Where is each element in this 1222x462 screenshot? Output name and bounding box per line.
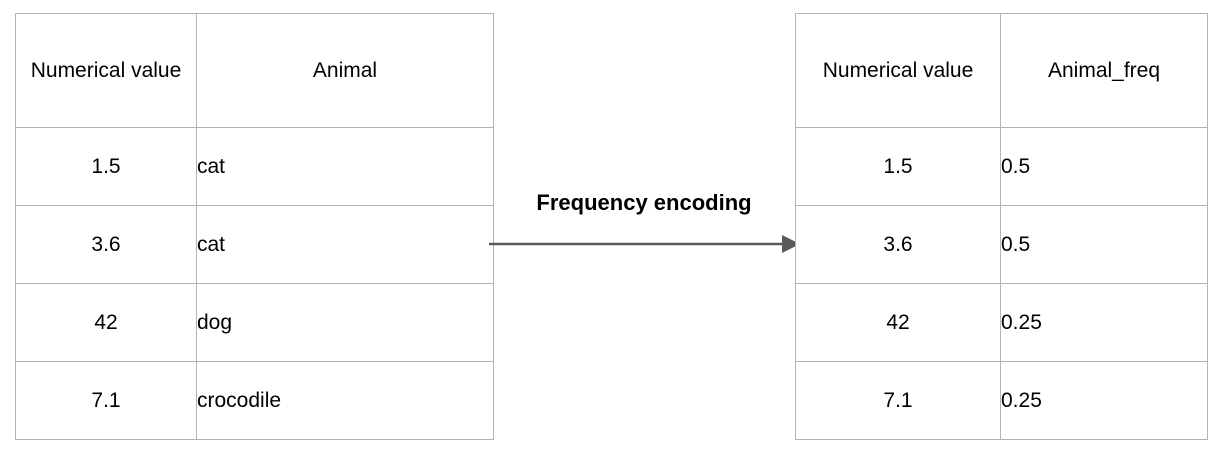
cell-numerical-value: 3.6: [15, 205, 197, 284]
table-row: 42 dog: [15, 283, 494, 362]
source-table: Numerical value Animal 1.5 cat 3.6 cat 4…: [15, 13, 494, 440]
cell-animal-freq: 0.25: [1000, 283, 1208, 362]
cell-numerical-value: 7.1: [795, 361, 1001, 440]
table-row: 7.1 crocodile: [15, 361, 494, 440]
column-header-numerical-value: Numerical value: [795, 13, 1001, 128]
table-row: 3.6 0.5: [795, 205, 1208, 284]
table-row: 1.5 cat: [15, 127, 494, 206]
cell-numerical-value: 3.6: [795, 205, 1001, 284]
table-header-row: Numerical value Animal_freq: [795, 13, 1208, 128]
cell-numerical-value: 42: [795, 283, 1001, 362]
cell-numerical-value: 1.5: [795, 127, 1001, 206]
cell-animal: crocodile: [196, 361, 494, 440]
cell-animal: cat: [196, 127, 494, 206]
transform-group: Frequency encoding: [488, 190, 800, 270]
arrow-right-icon: [488, 230, 800, 258]
table-row: 42 0.25: [795, 283, 1208, 362]
table-row: 7.1 0.25: [795, 361, 1208, 440]
cell-animal-freq: 0.25: [1000, 361, 1208, 440]
column-header-animal: Animal: [196, 13, 494, 128]
cell-numerical-value: 7.1: [15, 361, 197, 440]
cell-numerical-value: 42: [15, 283, 197, 362]
column-header-animal-freq: Animal_freq: [1000, 13, 1208, 128]
encoded-table: Numerical value Animal_freq 1.5 0.5 3.6 …: [795, 13, 1208, 440]
table-row: 1.5 0.5: [795, 127, 1208, 206]
cell-animal-freq: 0.5: [1000, 205, 1208, 284]
column-header-numerical-value: Numerical value: [15, 13, 197, 128]
cell-animal: dog: [196, 283, 494, 362]
table-row: 3.6 cat: [15, 205, 494, 284]
cell-animal: cat: [196, 205, 494, 284]
cell-animal-freq: 0.5: [1000, 127, 1208, 206]
cell-numerical-value: 1.5: [15, 127, 197, 206]
table-header-row: Numerical value Animal: [15, 13, 494, 128]
transform-label: Frequency encoding: [536, 190, 752, 215]
